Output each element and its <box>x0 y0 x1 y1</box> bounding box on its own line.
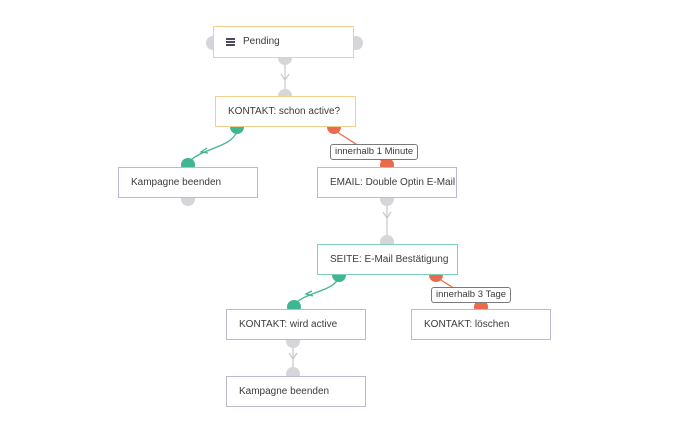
node-pending[interactable]: Pending <box>213 26 354 58</box>
node-email-double-optin-label: EMAIL: Double Optin E-Mail <box>330 176 456 188</box>
node-kampagne-beenden-1[interactable]: Kampagne beenden <box>118 167 258 198</box>
edge-arrow <box>382 211 392 220</box>
node-kontakt-loeschen-label: KONTAKT: löschen <box>424 318 510 330</box>
node-kampagne-beenden-2-label: Kampagne beenden <box>239 385 330 397</box>
node-kontakt-loeschen[interactable]: KONTAKT: löschen <box>411 309 551 340</box>
node-seite-bestaetigung-label: SEITE: E-Mail Bestätigung <box>330 253 449 265</box>
node-kampagne-beenden-2[interactable]: Kampagne beenden <box>226 376 366 407</box>
node-seite-bestaetigung[interactable]: SEITE: E-Mail Bestätigung <box>317 244 458 275</box>
node-email-double-optin[interactable]: EMAIL: Double Optin E-Mail <box>317 167 457 198</box>
node-kampagne-beenden-1-label: Kampagne beenden <box>131 176 222 188</box>
edge-yes-to-kontakt-wird-active <box>293 276 340 306</box>
delay-tag-1-minute[interactable]: innerhalb 1 Minute <box>330 144 419 160</box>
edge-arrow <box>288 352 298 361</box>
node-kontakt-schon-active-label: KONTAKT: schon active? <box>228 105 341 117</box>
node-pending-label: Pending <box>243 36 280 47</box>
edge-arrow-green <box>199 147 209 154</box>
edge-arrow-green <box>304 290 314 297</box>
edge-arrow <box>280 73 290 82</box>
node-kontakt-wird-active[interactable]: KONTAKT: wird active <box>226 309 366 340</box>
list-icon <box>226 38 235 46</box>
delay-tag-3-tage[interactable]: innerhalb 3 Tage <box>431 287 512 303</box>
edge-yes-to-kampagne-beenden <box>187 130 238 164</box>
node-kontakt-wird-active-label: KONTAKT: wird active <box>239 318 338 330</box>
node-kontakt-schon-active[interactable]: KONTAKT: schon active? <box>215 96 356 127</box>
